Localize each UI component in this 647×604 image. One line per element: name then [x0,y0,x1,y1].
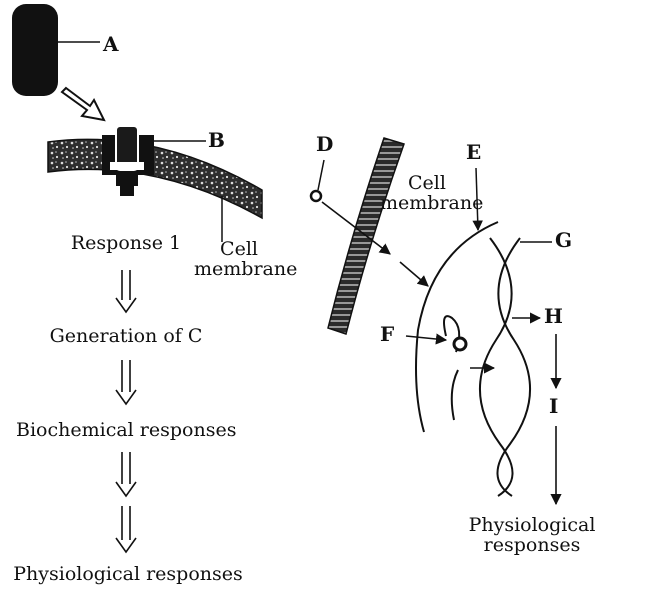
dna-helix-g [478,237,532,497]
molecule-d [309,189,323,203]
signal-molecule-a [12,4,58,96]
leader-line-d [317,159,325,191]
label-e: E [466,140,482,164]
receptor-b [102,125,154,196]
arrow-d-into-cell [399,261,429,287]
leader-line-e [472,167,483,232]
left-cell-membrane [47,138,263,220]
right-membrane-label-line2: membrane [380,191,484,214]
flow-arrow-1 [115,270,137,314]
arrow-d-through-membrane [321,201,391,255]
label-b: B [208,128,225,152]
right-membrane-label-line1: Cell [408,172,446,194]
right-membrane-label: Cell membrane [380,172,484,214]
hollow-arrow-a-to-b [60,86,106,122]
right-physiological-responses: Physiological responses [462,514,602,556]
left-membrane-label-line1: Cell [220,238,258,260]
arrow-f [405,333,448,345]
flow-arrow-3 [115,452,137,498]
flow-arrow-2 [115,360,137,406]
receptor-f [443,315,468,421]
left-membrane-label: Cell membrane [194,238,298,280]
label-h: H [544,304,563,328]
nuclear-membrane-e [415,221,499,433]
step-physiological-responses: Physiological responses [13,563,243,585]
label-d: D [316,132,334,156]
step-biochemical-responses: Biochemical responses [16,419,237,441]
label-i: I [549,394,559,418]
label-g: G [555,228,573,252]
left-membrane-label-line2: membrane [194,257,298,280]
right-output-line2: responses [483,533,581,556]
right-output-line1: Physiological [468,514,596,536]
step-generation-of-c: Generation of C [49,325,203,347]
label-a: A [103,32,119,56]
label-f: F [380,322,395,346]
step-response-1: Response 1 [70,232,182,254]
flow-arrow-4 [115,506,137,554]
